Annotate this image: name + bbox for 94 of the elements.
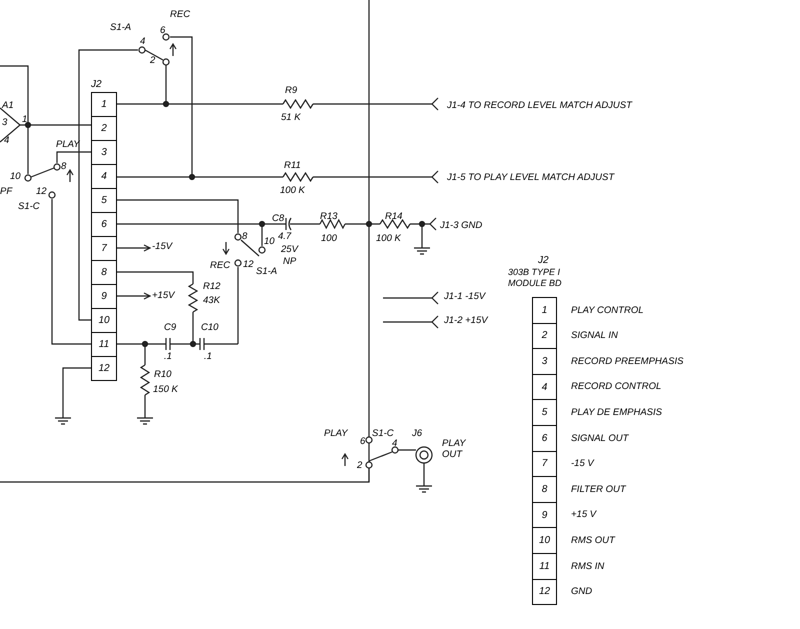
pin-cell: 11 bbox=[532, 552, 557, 580]
pin-cell: 9 bbox=[91, 284, 117, 309]
component-label: 25V bbox=[281, 244, 298, 255]
component-label: S1-A bbox=[256, 266, 278, 277]
component-label: 1 bbox=[22, 114, 28, 125]
off-page-label: J1-3 GND bbox=[440, 220, 482, 231]
component-label: PF bbox=[0, 186, 12, 197]
component-label: 2 bbox=[357, 460, 362, 471]
pin-description: -15 V bbox=[571, 457, 594, 472]
component-label: S1-C bbox=[372, 428, 394, 439]
component-label: 4.7 bbox=[278, 231, 292, 242]
pin-cell: 2 bbox=[532, 322, 557, 350]
component-label: 10 bbox=[10, 171, 21, 182]
pin-description: +15 V bbox=[571, 508, 596, 522]
component-label: S1-A bbox=[110, 22, 132, 33]
component-label: 2 bbox=[150, 55, 156, 66]
pin-cell: 3 bbox=[91, 140, 117, 165]
component-label: .1 bbox=[204, 351, 212, 362]
component-label: PLAY OUT bbox=[442, 438, 467, 460]
pin-description: SIGNAL IN bbox=[571, 329, 618, 344]
component-label: 6 bbox=[160, 25, 166, 36]
pin-description: RECORD PREEMPHASIS bbox=[571, 354, 684, 369]
component-label: A1 bbox=[2, 100, 14, 111]
component-label: R9 bbox=[285, 85, 298, 96]
pin-cell: 2 bbox=[91, 116, 117, 141]
component-label: R12 bbox=[203, 281, 220, 292]
pin-cell: 10 bbox=[91, 308, 117, 333]
component-label: .1 bbox=[164, 351, 172, 362]
component-label: 8 bbox=[242, 231, 248, 242]
pin-description: GND bbox=[571, 585, 592, 600]
component-label: 4 bbox=[4, 135, 10, 146]
pin-cell: 5 bbox=[91, 188, 117, 213]
component-label: S1-C bbox=[18, 201, 40, 212]
pin-cell: 3 bbox=[532, 348, 557, 375]
component-label: 12 bbox=[36, 186, 47, 197]
component-label: 100 K bbox=[376, 233, 401, 244]
pin-cell: 6 bbox=[532, 424, 557, 452]
pin-cell: 7 bbox=[532, 450, 557, 478]
component-label: 100 K bbox=[280, 185, 305, 196]
connector-label: J2 bbox=[91, 78, 103, 92]
pin-description: RMS OUT bbox=[571, 534, 615, 548]
pin-cell: 4 bbox=[91, 164, 117, 189]
component-label: NP bbox=[283, 256, 296, 267]
connector-label: J2 bbox=[537, 255, 550, 267]
pin-cell: 4 bbox=[532, 374, 557, 400]
module-label: 303B TYPE I MODULE BD bbox=[508, 267, 563, 289]
pin-cell: 8 bbox=[91, 260, 117, 285]
pin-cell: 12 bbox=[91, 356, 117, 381]
pin-cell: 1 bbox=[91, 92, 117, 117]
component-label: +15V bbox=[152, 290, 174, 301]
component-label: PLAY bbox=[324, 428, 348, 439]
component-label: 4 bbox=[392, 438, 398, 449]
component-label: 6 bbox=[360, 436, 366, 447]
off-page-label: J1-5 TO PLAY LEVEL MATCH ADJUST bbox=[447, 172, 614, 183]
component-label: R10 bbox=[154, 369, 172, 380]
component-label: 43K bbox=[203, 295, 220, 306]
off-page-label: J1-1 -15V bbox=[444, 291, 486, 302]
off-page-label: J1-4 TO RECORD LEVEL MATCH ADJUST bbox=[447, 100, 632, 111]
component-label: 8 bbox=[61, 161, 66, 172]
pin-cell: 7 bbox=[91, 236, 117, 261]
pin-description: RMS IN bbox=[571, 560, 604, 574]
pin-description: PLAY DE EMPHASIS bbox=[571, 406, 662, 420]
pin-cell: 6 bbox=[91, 212, 117, 237]
component-label: 150 K bbox=[153, 384, 178, 395]
pinout-table bbox=[508, 255, 684, 606]
component-label: -15V bbox=[152, 241, 172, 252]
pin-cell: 12 bbox=[532, 578, 557, 606]
component-label: C10 bbox=[201, 322, 218, 333]
component-label: R14 bbox=[385, 211, 402, 222]
component-label: R11 bbox=[284, 160, 301, 171]
connector-block bbox=[91, 78, 117, 381]
component-label: 10 bbox=[264, 236, 275, 247]
component-label: C9 bbox=[164, 322, 176, 333]
component-label: J6 bbox=[412, 428, 422, 439]
off-page-label: J1-2 +15V bbox=[444, 315, 488, 326]
component-label: C8 bbox=[272, 213, 284, 224]
pin-cell: 11 bbox=[91, 332, 117, 357]
pin-cell: 1 bbox=[532, 297, 557, 324]
component-label: REC bbox=[170, 9, 190, 20]
component-label: REC bbox=[210, 260, 230, 271]
pin-description: FILTER OUT bbox=[571, 482, 626, 497]
pin-cell: 9 bbox=[532, 502, 557, 528]
component-label: 3 bbox=[2, 117, 8, 128]
component-label: 4 bbox=[140, 36, 146, 47]
component-label: 51 K bbox=[281, 112, 301, 123]
pin-description: RECORD CONTROL bbox=[571, 380, 662, 394]
pin-description: PLAY CONTROL bbox=[571, 304, 644, 318]
pin-description: SIGNAL OUT bbox=[571, 432, 628, 446]
pin-cell: 8 bbox=[532, 476, 557, 503]
component-label: 12 bbox=[243, 259, 254, 270]
pin-cell: 5 bbox=[532, 399, 557, 426]
component-label: R13 bbox=[320, 211, 338, 222]
pin-cell: 10 bbox=[532, 527, 557, 554]
component-label: 100 bbox=[321, 233, 337, 244]
